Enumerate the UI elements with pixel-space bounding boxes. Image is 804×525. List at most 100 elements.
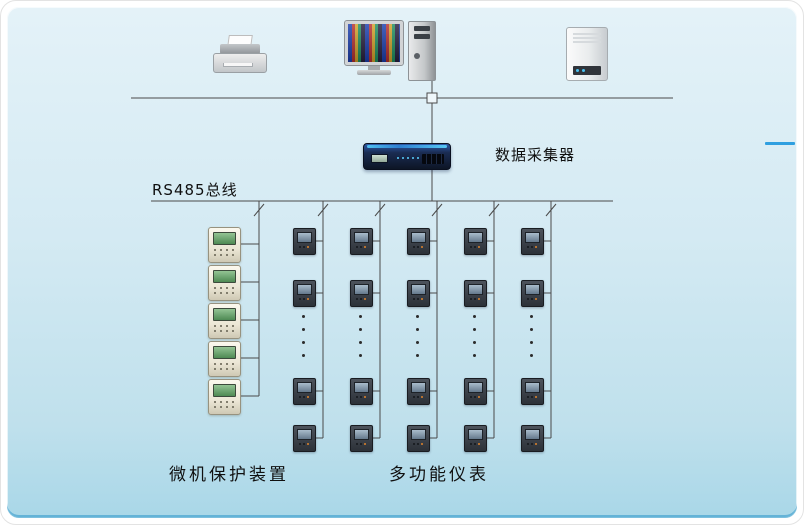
ellipsis-dots [416,315,419,357]
ellipsis-dots [473,315,476,357]
multifunction-meter-icon [463,377,487,405]
meter-screen [410,283,426,295]
bus-tap-slash [317,203,329,217]
meter-buttons [465,297,486,300]
multifunction-meter-icon [406,227,430,255]
meter-screen [296,428,312,440]
drive-bay [414,26,430,31]
meter-buttons [351,245,372,248]
protection-device-icon [208,341,241,377]
meter-screen [410,231,426,243]
multifunction-meter-icon [520,227,544,255]
computer-workstation-icon [344,20,436,81]
meter-buttons [351,395,372,398]
meter-screen [296,283,312,295]
meter-buttons [408,442,429,445]
bus-tap-slash [431,203,443,217]
computer-tower-icon [408,21,436,81]
meter-buttons [522,395,543,398]
meter-buttons [294,442,315,445]
meter-screen [467,283,483,295]
protection-keys [213,286,236,296]
meter-buttons [522,442,543,445]
protection-screen [213,232,236,245]
ups-icon [566,27,608,81]
ellipsis-dots [530,315,533,357]
multifunction-meter-icon [463,424,487,452]
meter-buttons [294,297,315,300]
multifunction-meter-icon [292,279,316,307]
meter-screen [524,428,540,440]
multifunction-meter-icon [406,377,430,405]
meter-screen [467,428,483,440]
meter-screen [353,381,369,393]
protection-device-icon [208,379,241,415]
monitor-base [357,70,391,75]
multifunction-meter-icon [292,227,316,255]
meter-buttons [408,395,429,398]
protection-keys [213,248,236,258]
meter-buttons [522,245,543,248]
multifunction-meter-icon [406,424,430,452]
meter-buttons [408,297,429,300]
meter-screen [410,428,426,440]
drive-bay [414,34,430,39]
bus-tap-slash [374,203,386,217]
meter-screen [353,283,369,295]
multifunction-meter-icon [406,279,430,307]
multifunction-meter-icon [463,279,487,307]
bus-tap-slash [488,203,500,217]
meter-buttons [465,245,486,248]
meter-screen [467,231,483,243]
meter-screen [296,381,312,393]
protection-devices-label: 微机保护装置 [169,465,289,485]
rs485-bus-label: RS485总线 [152,181,238,199]
monitor-screen [344,20,404,66]
meter-screen [410,381,426,393]
bus-tap-slash [545,203,557,217]
multifunction-meter-icon [520,377,544,405]
blue-accent-mark [765,142,795,145]
meter-buttons [351,297,372,300]
printer-body [213,53,267,73]
meter-screen [296,231,312,243]
multifunction-meters-label: 多功能仪表 [389,465,489,485]
multifunction-meter-icon [463,227,487,255]
multifunction-meter-icon [349,279,373,307]
panel-background [7,7,797,518]
meter-buttons [294,245,315,248]
meter-screen [467,381,483,393]
data-collector-icon [363,143,451,170]
protection-keys [213,324,236,334]
meter-buttons [294,395,315,398]
meter-screen [353,428,369,440]
collector-leds [397,157,419,159]
meter-screen [353,231,369,243]
power-button-detail [414,53,420,59]
protection-device-icon [208,227,241,263]
ellipsis-dots [302,315,305,357]
bus-tap-slash [253,203,265,217]
printer-icon [213,35,267,77]
protection-keys [213,362,236,372]
protection-device-icon [208,265,241,301]
ellipsis-dots [359,315,362,357]
protection-keys [213,400,236,410]
meter-buttons [465,395,486,398]
meter-buttons [408,245,429,248]
monitor-icon [344,20,404,75]
printer-output-slot [223,63,253,67]
meter-screen [524,283,540,295]
protection-screen [213,346,236,359]
multifunction-meter-icon [292,424,316,452]
multifunction-meter-icon [292,377,316,405]
printer-tray [220,44,260,54]
meter-screen [524,231,540,243]
multifunction-meter-icon [349,227,373,255]
ups-vents [573,33,601,43]
collector-display [371,154,388,163]
